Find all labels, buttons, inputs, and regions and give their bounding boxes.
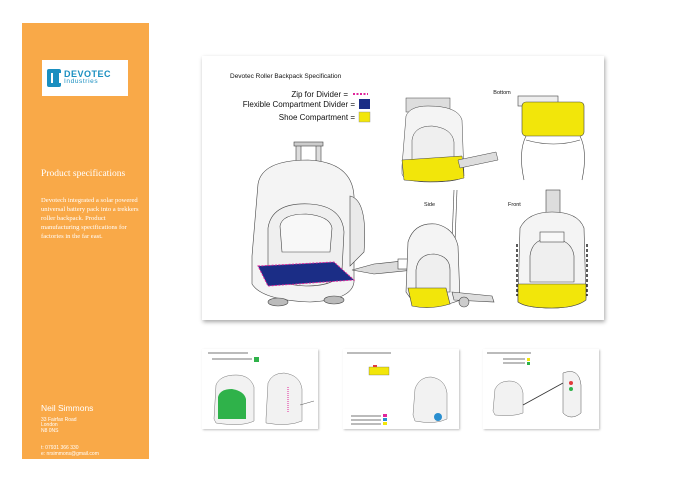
backpack-bottom-view xyxy=(517,95,585,181)
spec-title: Devotec Roller Backpack Specification xyxy=(230,73,342,80)
website-link[interactable]: www.neilsimmons.co.uk xyxy=(41,465,95,471)
thumbnail-drawing xyxy=(208,352,315,425)
author-address: 33 Fairfax Road London N8 0NS xyxy=(41,417,77,434)
devotec-logo: DEVOTEC Industries xyxy=(42,60,128,96)
section-title: Product specifications xyxy=(41,169,126,179)
thumbnail-drawing xyxy=(347,352,448,425)
email-address[interactable]: e: nrsimmons@gmail.com xyxy=(41,451,99,458)
thumbnail-sheet-1[interactable] xyxy=(202,349,318,429)
backpack-front-view xyxy=(516,189,588,309)
backpack-main-view xyxy=(251,141,415,307)
logo-subtitle: Industries xyxy=(64,78,99,86)
devotec-logo-icon xyxy=(47,69,61,87)
legend-divider-label: Flexible Compartment Divider = xyxy=(243,100,356,109)
legend-divider-swatch xyxy=(359,99,370,109)
address-line: 33 Fairfax Road xyxy=(41,417,77,423)
spec-sheet: Devotec Roller Backpack Specification Zi… xyxy=(202,56,604,320)
view-label-front: Front xyxy=(508,202,521,208)
thumbnail-sheet-2[interactable] xyxy=(343,349,459,429)
sidebar: DEVOTEC Industries Product specification… xyxy=(22,23,149,471)
view-label-side: Side xyxy=(424,202,435,208)
backpack-side-view xyxy=(405,189,495,308)
phone-number: t: 07931 366 330 xyxy=(41,445,79,451)
address-line: London xyxy=(41,422,58,429)
spec-drawing: Devotec Roller Backpack Specification Zi… xyxy=(230,73,588,309)
author-name: Neil Simmons xyxy=(41,403,94,413)
backpack-shoe-view xyxy=(401,97,499,183)
address-line: N8 0NS xyxy=(41,427,59,434)
thumbnail-sheet-3[interactable] xyxy=(483,349,599,429)
thumbnail-drawing xyxy=(487,352,582,418)
author-contact: t: 07931 366 330 e: nrsimmons@gmail.com xyxy=(41,445,99,458)
legend-zip-label: Zip for Divider = xyxy=(291,90,348,99)
legend-shoe-swatch xyxy=(358,111,371,123)
legend-shoe-label: Shoe Compartment = xyxy=(279,113,356,122)
section-description: Devotech integrated a solar powered univ… xyxy=(41,197,139,240)
view-label-bottom: Bottom xyxy=(493,90,511,96)
logo-wordmark: DEVOTEC xyxy=(64,69,112,80)
